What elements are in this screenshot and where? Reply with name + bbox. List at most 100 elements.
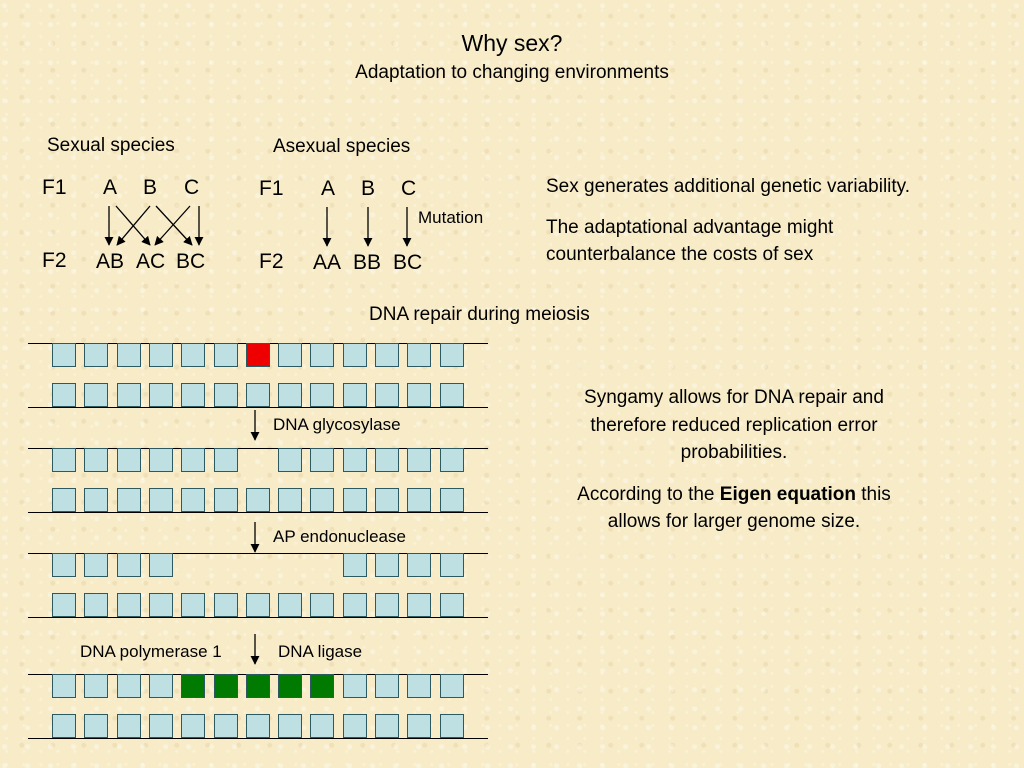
dna-base	[278, 714, 303, 738]
dna-backbone-line	[28, 553, 488, 554]
eigen-line-post: this	[855, 484, 891, 505]
dna-base	[407, 448, 432, 472]
dna-base	[310, 343, 335, 367]
sexual-f2-genotype-bc: BC	[176, 250, 206, 273]
dna-base	[213, 488, 238, 512]
step-dna-ligase-label: DNA ligase	[278, 642, 363, 661]
dna-base	[407, 488, 432, 512]
arrow-a-to-ac	[115, 205, 151, 246]
dna-base	[439, 488, 464, 512]
advantage-text-line1: The adaptational advantage might	[546, 217, 834, 238]
sexual-f1-label: F1	[42, 176, 67, 199]
dna-base	[84, 674, 109, 698]
dna-base	[342, 448, 367, 472]
sexual-f2-label: F2	[42, 249, 67, 272]
asexual-species-heading: Asexual species	[273, 136, 411, 157]
variability-text: Sex generates additional genetic variabi…	[546, 176, 911, 197]
asexual-f2-label: F2	[259, 250, 284, 273]
dna-base	[278, 488, 303, 512]
asexual-f1-allele-b: B	[361, 177, 376, 200]
dna-base	[52, 674, 76, 698]
dna-base	[439, 383, 464, 407]
dna-base	[84, 448, 109, 472]
dna-base	[310, 488, 335, 512]
dna-base	[213, 593, 238, 617]
dna-backbone-line	[28, 512, 488, 513]
dna-base	[52, 553, 76, 577]
dna-base	[375, 553, 399, 577]
asexual-f2-genotype-aa: AA	[313, 251, 342, 274]
dna-base	[310, 383, 335, 407]
dna-backbone-line	[28, 407, 488, 408]
dna-base	[407, 553, 432, 577]
dna-base	[310, 448, 335, 472]
syngamy-line3: probabilities.	[680, 442, 788, 463]
dna-base	[375, 343, 399, 367]
dna-base	[278, 448, 303, 472]
dna-base	[439, 343, 464, 367]
dna-backbone-line	[28, 738, 488, 739]
dna-base	[181, 714, 206, 738]
step-dna-glycosylase-label: DNA glycosylase	[273, 415, 401, 434]
dna-base	[407, 593, 432, 617]
dna-base	[342, 674, 367, 698]
dna-base	[213, 714, 238, 738]
eigen-line-pre: According to the	[577, 484, 720, 505]
dna-base	[342, 553, 367, 577]
dna-base	[310, 714, 335, 738]
dna-base	[342, 714, 367, 738]
dna-base	[342, 593, 367, 617]
advantage-text-line2: counterbalance the costs of sex	[546, 244, 814, 265]
dna-base	[181, 383, 206, 407]
dna-base	[213, 383, 238, 407]
slide-subtitle: Adaptation to changing environments	[355, 62, 669, 83]
sexual-f2-genotype-ab: AB	[96, 250, 125, 273]
dna-base	[213, 448, 238, 472]
dna-base	[181, 488, 206, 512]
dna-base	[52, 343, 76, 367]
dna-base	[52, 714, 76, 738]
dna-base	[116, 383, 141, 407]
dna-base	[407, 714, 432, 738]
dna-base	[84, 488, 109, 512]
dna-base	[148, 383, 173, 407]
sexual-f2-genotype-ac: AC	[136, 250, 166, 273]
dna-repair-diagram	[0, 330, 500, 750]
asexual-f2-genotype-bc: BC	[393, 251, 423, 274]
syngamy-line5: allows for larger genome size.	[607, 511, 861, 532]
dna-backbone-line	[28, 448, 488, 449]
repaired-base	[310, 674, 335, 698]
dna-base	[375, 488, 399, 512]
arrow-b-to-bc	[155, 205, 193, 246]
dna-base	[342, 488, 367, 512]
sexual-f1-allele-a: A	[103, 176, 118, 199]
dna-base	[148, 488, 173, 512]
dna-base	[375, 593, 399, 617]
dna-base	[407, 343, 432, 367]
dna-base	[439, 714, 464, 738]
step-ap-endonuclease-label: AP endonuclease	[273, 527, 406, 546]
dna-base	[245, 593, 270, 617]
dna-base	[116, 343, 141, 367]
asexual-f1-allele-c: C	[401, 177, 417, 200]
dna-base	[116, 714, 141, 738]
dna-base	[148, 674, 173, 698]
dna-base	[407, 383, 432, 407]
dna-base	[84, 383, 109, 407]
dna-base	[278, 593, 303, 617]
dna-base	[148, 553, 173, 577]
dna-base	[116, 448, 141, 472]
arrow-c-to-ac	[154, 205, 191, 246]
dna-base	[439, 674, 464, 698]
asexual-f1-label: F1	[259, 177, 284, 200]
dna-base	[439, 448, 464, 472]
dna-base	[213, 343, 238, 367]
dna-base	[439, 593, 464, 617]
repaired-base	[245, 674, 270, 698]
eigen-equation-term: Eigen equation	[719, 484, 856, 505]
dna-base	[278, 343, 303, 367]
asexual-f2-genotype-bb: BB	[353, 251, 382, 274]
syngamy-line2: therefore reduced replication error	[590, 415, 878, 436]
dna-base	[342, 383, 367, 407]
dna-base	[52, 383, 76, 407]
